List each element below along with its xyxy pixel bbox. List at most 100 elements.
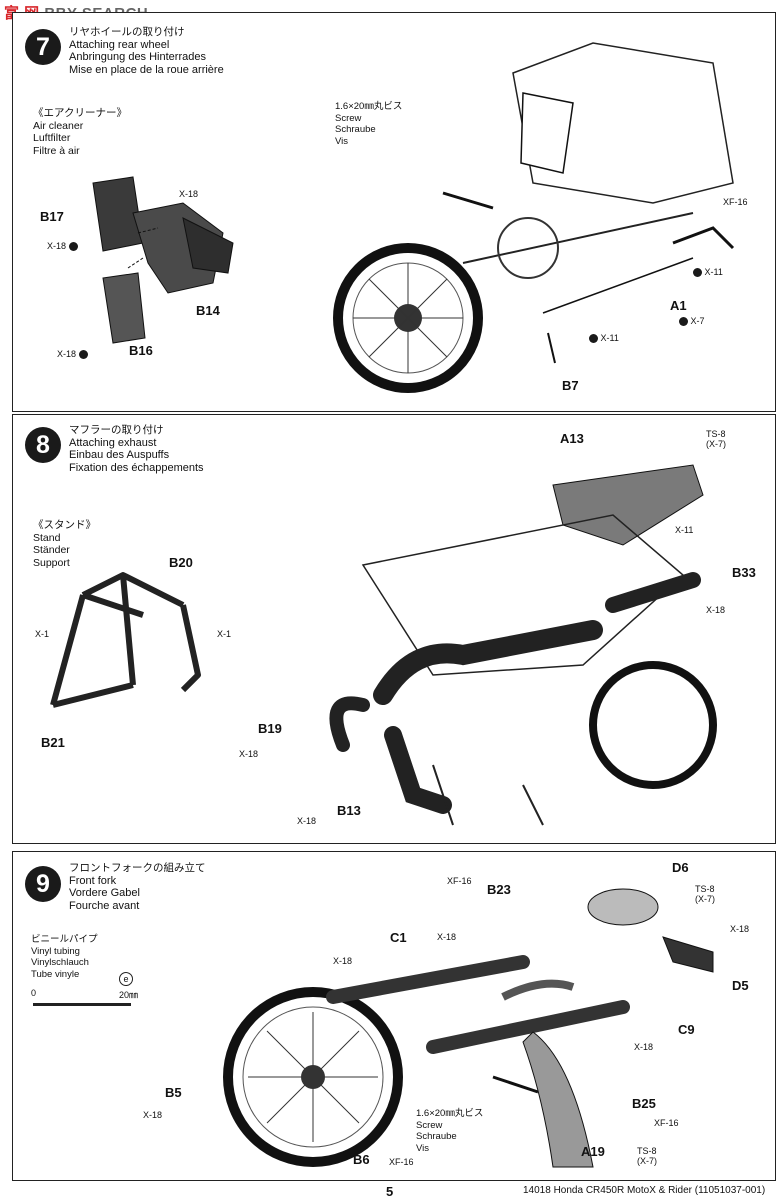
part-c9: C9 (678, 1022, 695, 1037)
part-a19: A19 (581, 1144, 605, 1159)
scale-end: 20㎜ (119, 990, 139, 1000)
paint-xf16-label: XF-16 (723, 197, 748, 207)
title-fr: Fixation des échappements (69, 461, 204, 474)
paint-x1-a: X-1 (35, 629, 49, 639)
part-b6: B6 (353, 1152, 370, 1167)
paint-x18-b: X-18 (730, 924, 749, 934)
stand-illustration (50, 572, 201, 708)
paint-x18-a-label: X-18 (179, 189, 199, 199)
paint-ts8-label: TS-8 (706, 429, 726, 439)
paint-x11-b: X-11 (589, 333, 619, 344)
paint-x18-b-label: X-18 (47, 241, 67, 251)
caption-en: Vinyl tubing (31, 945, 80, 957)
paint-x18-b-label: X-18 (239, 749, 259, 759)
vinyl-tubing-caption: ビニールパイプ Vinyl tubing Vinylschlauch Tube … (31, 934, 98, 980)
part-b16: B16 (129, 343, 153, 358)
part-b13: B13 (337, 803, 361, 818)
paint-x18-b: X-18 (47, 241, 78, 252)
caption-de: Ständer (33, 544, 70, 556)
paint-x18-b-label: X-18 (730, 924, 750, 934)
air-cleaner-illustration (92, 176, 234, 344)
paint-ts8-b-label: TS-8 (637, 1146, 657, 1156)
title-de: Einbau des Auspuffs (69, 449, 170, 461)
title-de: Anbringung des Hinterrades (69, 51, 206, 63)
step-number-9: 9 (25, 866, 61, 902)
paint-x18-c-label: X-18 (333, 956, 353, 966)
screw-fr: Vis (416, 1142, 430, 1154)
paint-x1-b-label: X-1 (217, 629, 232, 639)
paint-x18-d-label: X-18 (634, 1042, 654, 1052)
caption-de: Luftfilter (33, 132, 71, 144)
part-b7: B7 (562, 378, 579, 393)
air-cleaner-caption: 《エアクリーナー》 Air cleaner Luftfilter Filtre … (33, 107, 127, 157)
paint-xf16-c-label: XF-16 (389, 1157, 414, 1167)
title-fr: Fourche avant (69, 899, 140, 912)
step-8-title: マフラーの取り付け Attaching exhaust Einbau des A… (69, 424, 204, 474)
paint-ts8-b: TS-8(X-7) (637, 1146, 657, 1166)
part-b23: B23 (487, 882, 511, 897)
paint-x18-d: X-18 (634, 1042, 653, 1052)
paint-x18-c: X-18 (297, 816, 316, 826)
rear-wheel-illustration (333, 42, 735, 393)
step-number-7: 7 (25, 29, 61, 65)
stand-caption: 《スタンド》 Stand Ständer Support (33, 519, 96, 569)
paint-xf16-b: XF-16 (654, 1118, 679, 1128)
paint-x7-label: X-7 (690, 316, 705, 326)
paint-x18-e-label: X-18 (143, 1110, 163, 1120)
title-fr: Mise en place de la roue arrière (69, 63, 224, 76)
paint-x11-b-label: X-11 (600, 333, 619, 343)
caption-jp: 《エアクリーナー》 (33, 107, 127, 119)
paint-ts8-a: TS-8(X-7) (695, 884, 715, 904)
product-code: 14018 Honda CR450R MotoX & Rider (110510… (523, 1185, 766, 1196)
scale-zero: 0 (31, 988, 37, 998)
part-c1: C1 (390, 930, 407, 945)
screw-jp: 1.6×20㎜丸ビス (416, 1108, 484, 1119)
exhaust-illustration (329, 464, 717, 826)
front-fork-illustration (223, 888, 714, 1168)
part-b21: B21 (41, 735, 65, 750)
paint-xf16-a-label: XF-16 (447, 876, 472, 886)
part-a13: A13 (560, 431, 584, 446)
part-a1: A1 (670, 298, 687, 313)
paint-x11: X-11 (675, 525, 693, 535)
paint-ts8-a-sub: (X-7) (695, 894, 715, 904)
step-number-8: 8 (25, 427, 61, 463)
paint-dot-icon (693, 268, 702, 278)
part-b14: B14 (196, 303, 220, 318)
title-jp: フロントフォークの組み立て (69, 862, 206, 874)
paint-ts8: TS-8(X-7) (706, 429, 726, 449)
caption-fr: Tube vinyle (31, 968, 80, 980)
title-de: Vordere Gabel (69, 887, 140, 899)
title-jp: マフラーの取り付け (69, 424, 164, 436)
paint-x1-a-label: X-1 (35, 629, 50, 639)
screw-caption: 1.6×20㎜丸ビス Screw Schraube Vis (416, 1108, 483, 1154)
title-en: Front fork (69, 874, 117, 887)
paint-xf16-a: XF-16 (447, 876, 472, 886)
paint-xf16: XF-16 (723, 197, 748, 207)
paint-ts8-b-sub: (X-7) (637, 1156, 657, 1166)
caption-en: Air cleaner (33, 119, 84, 132)
paint-x18-a-label: X-18 (706, 605, 726, 615)
paint-x1-b: X-1 (217, 629, 231, 639)
screw-de: Schraube (335, 124, 376, 135)
paint-ts8-a-label: TS-8 (695, 884, 715, 894)
step-8-panel: 8 マフラーの取り付け Attaching exhaust Einbau des… (12, 414, 776, 844)
paint-x18-a: X-18 (179, 189, 198, 199)
paint-ts8-sub: (X-7) (706, 439, 726, 449)
paint-xf16-c: XF-16 (389, 1157, 414, 1167)
part-b20: B20 (169, 555, 193, 570)
caption-fr: Support (33, 556, 70, 569)
tube-marker: e (119, 972, 133, 986)
caption-de: Vinylschlauch (31, 957, 89, 968)
title-jp: リヤホイールの取り付け (69, 26, 185, 38)
paint-dot-icon (589, 334, 598, 344)
paint-x11-label: X-11 (675, 525, 694, 535)
step-9-title: フロントフォークの組み立て Front fork Vordere Gabel F… (69, 862, 206, 912)
paint-xf16-b-label: XF-16 (654, 1118, 679, 1128)
part-b33: B33 (732, 565, 756, 580)
paint-x18-c: X-18 (333, 956, 352, 966)
caption-fr: Filtre à air (33, 144, 80, 157)
step-7-panel: 7 リヤホイールの取り付け Attaching rear wheel Anbri… (12, 12, 776, 412)
paint-x18-a: X-18 (706, 605, 725, 615)
caption-jp: ビニールパイプ (31, 934, 98, 945)
